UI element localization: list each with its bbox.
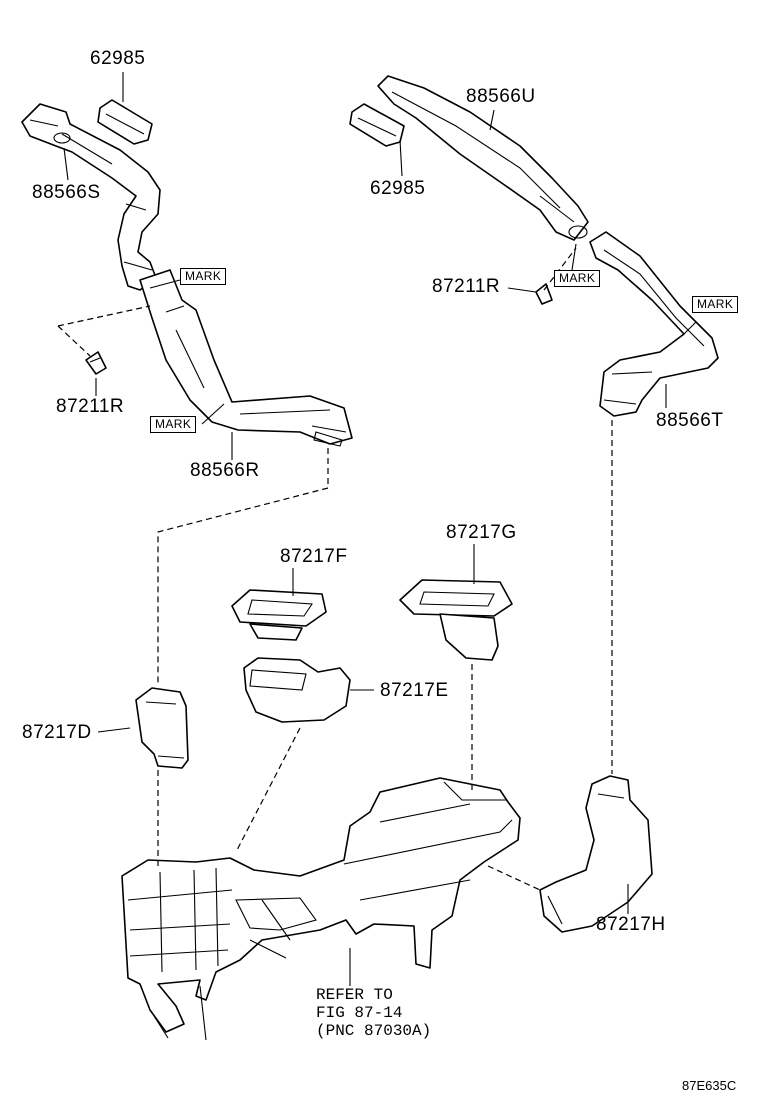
clip-62985-left: [97, 99, 153, 145]
leader-lines: [63, 72, 697, 986]
clip-62985-right: [349, 103, 405, 147]
duct-88566T: [589, 231, 719, 417]
label-87217G: 87217G: [446, 522, 517, 543]
vent-87217G: [399, 579, 513, 661]
duct-88566U: [377, 75, 589, 241]
label-88566S: 88566S: [32, 182, 101, 203]
label-87211R-right: 87211R: [432, 276, 501, 297]
label-88566T: 88566T: [656, 410, 724, 431]
label-88566R: 88566R: [190, 460, 260, 481]
connection-lines: [57, 247, 613, 891]
mark-left-upper: MARK: [180, 268, 227, 285]
label-87217D: 87217D: [22, 722, 92, 743]
reference-line-1: REFER TO: [316, 986, 393, 1004]
screw-87211R-right: [535, 283, 553, 305]
reference-line-3: (PNC 87030A): [316, 1022, 432, 1040]
reference-line-2: FIG 87-14: [316, 1004, 403, 1022]
mark-left-lower: MARK: [150, 416, 197, 433]
duct-88566R: [139, 269, 353, 447]
mark-right-center: MARK: [554, 270, 601, 287]
duct-87217D: [135, 687, 189, 769]
label-62985-left: 62985: [90, 48, 146, 69]
hvac-unit: [121, 777, 521, 1041]
screw-87211R-left: [85, 351, 107, 375]
label-87217H: 87217H: [596, 914, 666, 935]
duct-87217H: [539, 775, 653, 933]
vent-87217F: [231, 589, 327, 641]
duct-87217E: [243, 657, 351, 723]
label-62985-right: 62985: [370, 178, 426, 199]
label-88566U: 88566U: [466, 86, 536, 107]
diagram-code: 87E635C: [682, 1078, 737, 1093]
label-87217F: 87217F: [280, 546, 348, 567]
label-87211R-left: 87211R: [56, 396, 125, 417]
label-87217E: 87217E: [380, 680, 449, 701]
reference-note: REFER TO FIG 87-14 (PNC 87030A): [316, 986, 431, 1040]
mark-right-upper: MARK: [692, 296, 739, 313]
